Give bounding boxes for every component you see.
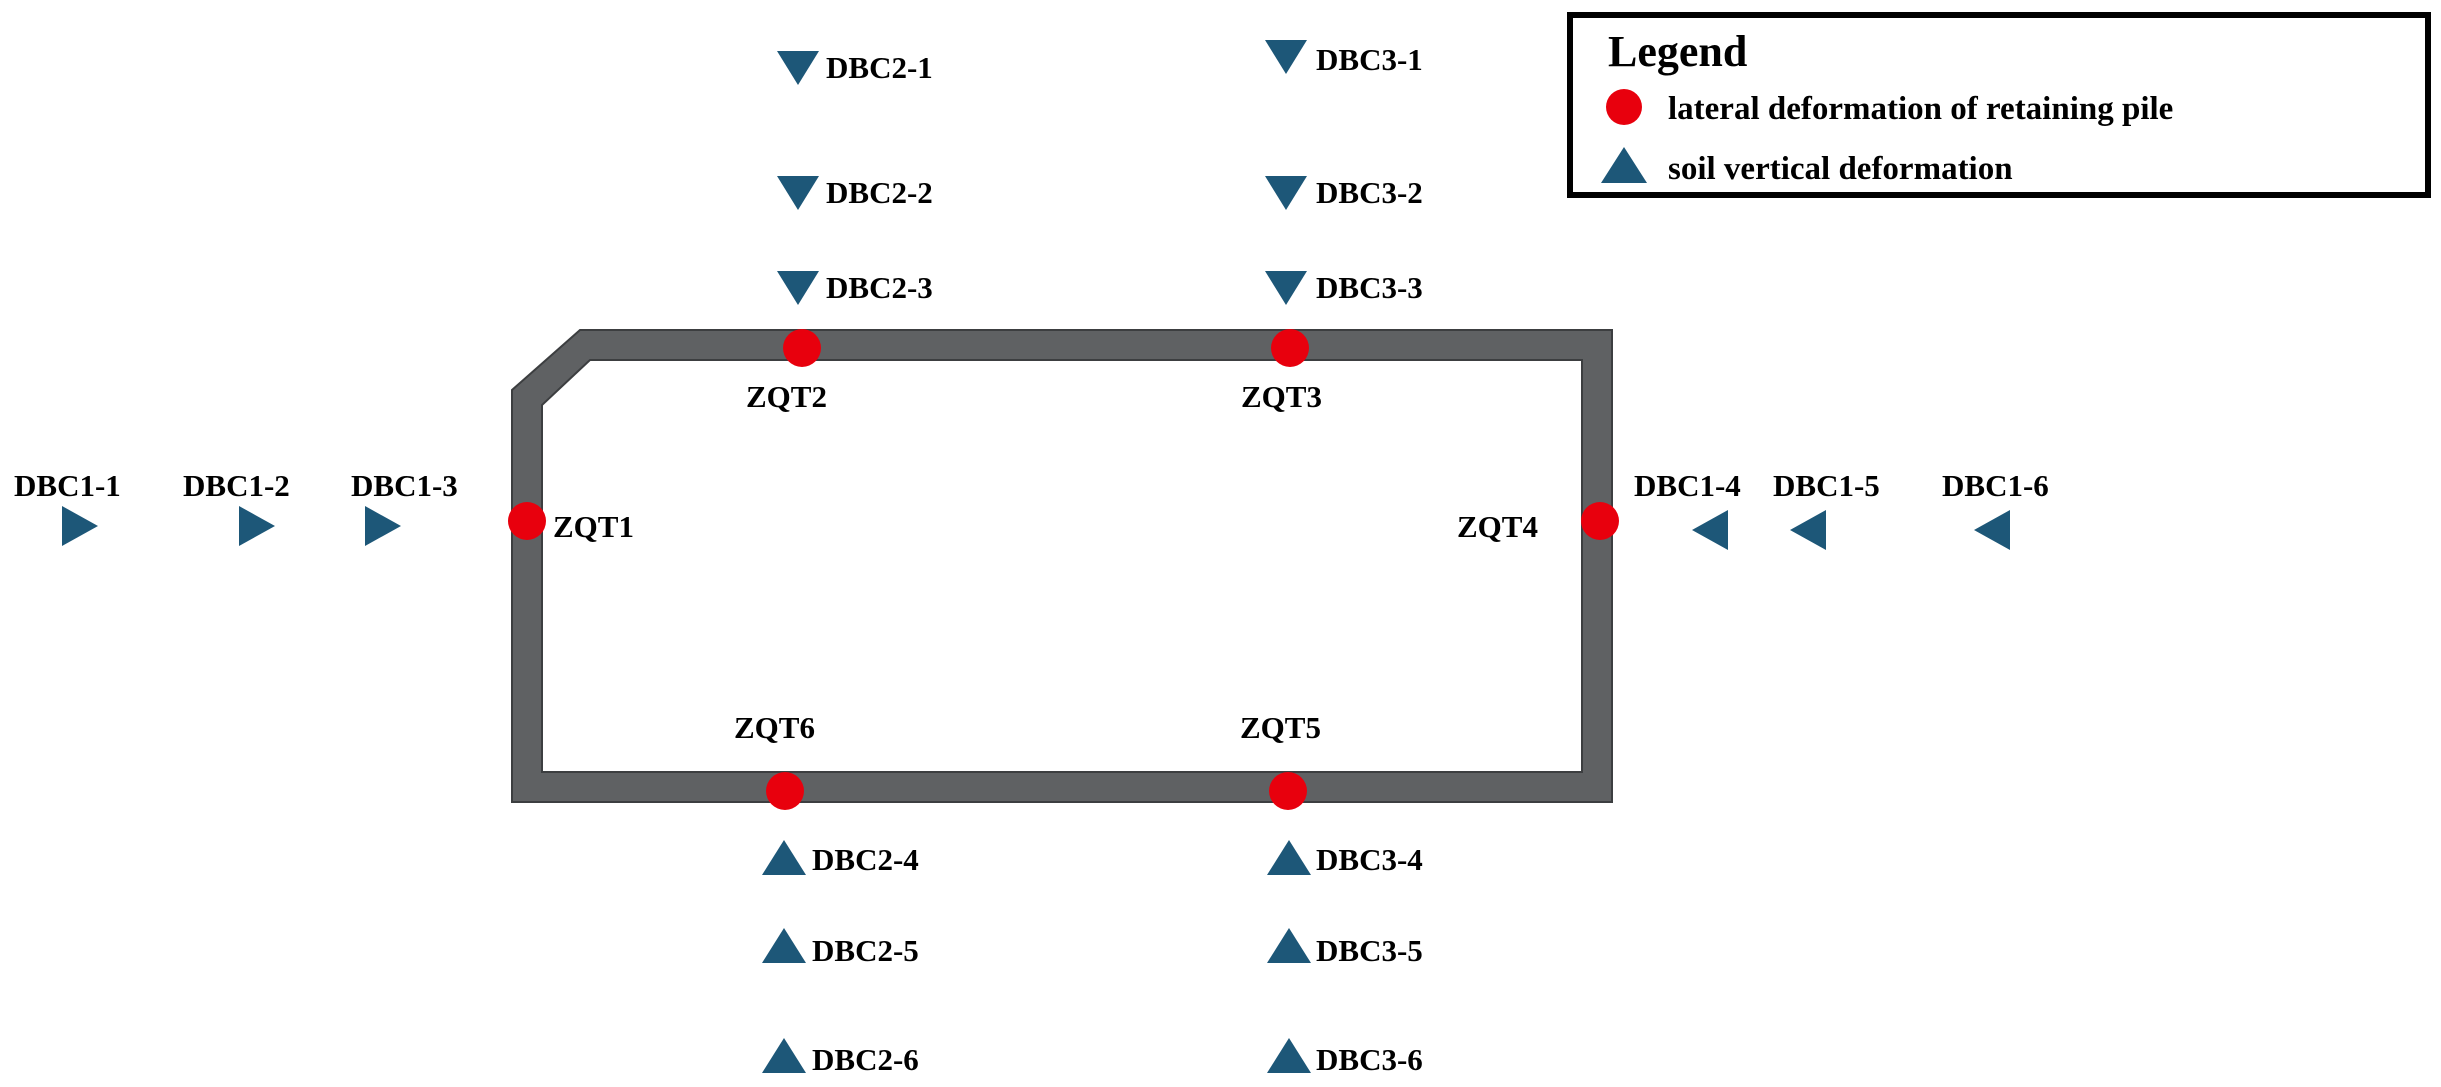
soil-label-dbc3-2: DBC3-2 xyxy=(1316,175,1423,210)
soil-label-dbc3-4: DBC3-4 xyxy=(1316,842,1423,877)
pile-label-zqt3: ZQT3 xyxy=(1241,379,1322,414)
pile-points: ZQT1 ZQT2 ZQT3 ZQT4 ZQT5 ZQT6 xyxy=(508,329,1619,810)
pile-label-zqt2: ZQT2 xyxy=(746,379,827,414)
legend-soil-icon xyxy=(1601,147,1647,183)
soil-points: DBC1-1 DBC1-2 DBC1-3 DBC1-4 DBC1-5 DBC1-… xyxy=(14,40,2049,1077)
legend-box xyxy=(1567,12,2431,198)
soil-marker-dbc3-2 xyxy=(1265,176,1307,210)
soil-label-dbc2-1: DBC2-1 xyxy=(826,50,933,85)
soil-marker-dbc1-6 xyxy=(1974,510,2010,550)
soil-marker-dbc3-4 xyxy=(1267,840,1311,875)
soil-marker-dbc2-2 xyxy=(777,176,819,210)
soil-marker-dbc2-3 xyxy=(777,271,819,305)
soil-marker-dbc2-6 xyxy=(762,1038,806,1073)
soil-marker-dbc1-1 xyxy=(62,506,98,546)
soil-marker-dbc3-5 xyxy=(1267,928,1311,963)
pile-point-zqt2 xyxy=(783,329,821,367)
soil-marker-dbc1-2 xyxy=(239,506,275,546)
legend: Legend lateral deformation of retaining … xyxy=(1567,12,2431,198)
soil-marker-dbc2-4 xyxy=(762,840,806,875)
pile-point-zqt6 xyxy=(766,772,804,810)
soil-marker-dbc3-6 xyxy=(1267,1038,1311,1073)
soil-label-dbc1-3: DBC1-3 xyxy=(351,468,458,503)
legend-pile-icon xyxy=(1606,89,1642,125)
soil-label-dbc2-6: DBC2-6 xyxy=(812,1042,919,1077)
pile-label-zqt5: ZQT5 xyxy=(1240,710,1321,745)
soil-label-dbc1-6: DBC1-6 xyxy=(1942,468,2049,503)
soil-marker-dbc1-3 xyxy=(365,506,401,546)
soil-marker-dbc1-5 xyxy=(1790,510,1826,550)
soil-label-dbc2-3: DBC2-3 xyxy=(826,270,933,305)
soil-label-dbc2-4: DBC2-4 xyxy=(812,842,919,877)
soil-label-dbc1-5: DBC1-5 xyxy=(1773,468,1880,503)
pile-label-zqt4: ZQT4 xyxy=(1457,509,1538,544)
pile-point-zqt5 xyxy=(1269,772,1307,810)
pile-label-zqt6: ZQT6 xyxy=(734,710,815,745)
soil-label-dbc1-1: DBC1-1 xyxy=(14,468,121,503)
soil-label-dbc3-3: DBC3-3 xyxy=(1316,270,1423,305)
soil-marker-dbc2-5 xyxy=(762,928,806,963)
soil-label-dbc3-5: DBC3-5 xyxy=(1316,933,1423,968)
pile-point-zqt4 xyxy=(1581,502,1619,540)
soil-label-dbc2-2: DBC2-2 xyxy=(826,175,933,210)
legend-title: Legend xyxy=(1608,27,1747,76)
soil-label-dbc2-5: DBC2-5 xyxy=(812,933,919,968)
soil-label-dbc3-1: DBC3-1 xyxy=(1316,42,1423,77)
legend-item-label: lateral deformation of retaining pile xyxy=(1668,91,2173,127)
soil-marker-dbc3-1 xyxy=(1265,40,1307,74)
retaining-wall xyxy=(511,329,1613,803)
pile-point-zqt3 xyxy=(1271,329,1309,367)
pile-label-zqt1: ZQT1 xyxy=(553,509,634,544)
pile-point-zqt1 xyxy=(508,502,546,540)
soil-marker-dbc3-3 xyxy=(1265,271,1307,305)
legend-item-label: soil vertical deformation xyxy=(1668,151,2013,187)
soil-label-dbc3-6: DBC3-6 xyxy=(1316,1042,1423,1077)
soil-label-dbc1-2: DBC1-2 xyxy=(183,468,290,503)
soil-marker-dbc2-1 xyxy=(777,51,819,85)
soil-label-dbc1-4: DBC1-4 xyxy=(1634,468,1741,503)
soil-marker-dbc1-4 xyxy=(1692,510,1728,550)
